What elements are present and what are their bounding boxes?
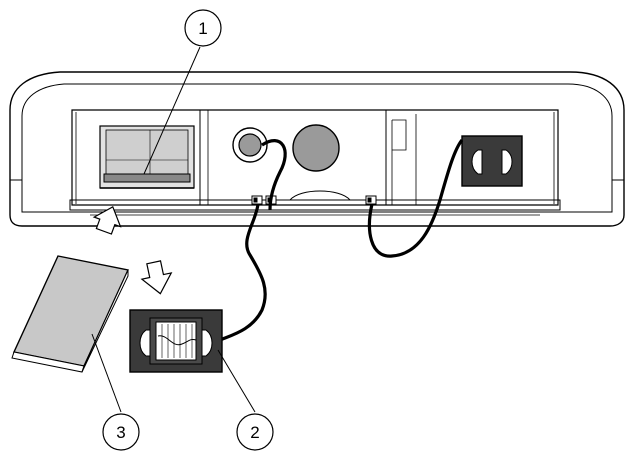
cables: [219, 139, 464, 342]
callout-2: 2: [236, 413, 274, 451]
leader-lines: [91, 46, 256, 413]
round-port-large: [292, 124, 340, 172]
card-slot: [99, 125, 195, 189]
arrow-down-icon: [140, 260, 173, 295]
loose-connector-module: [129, 309, 223, 373]
svg-text:1: 1: [198, 19, 207, 38]
svg-text:2: 2: [250, 423, 259, 442]
callout-3: 3: [102, 413, 140, 451]
callout-1: 1: [184, 9, 222, 47]
mounted-connector-block: [461, 135, 523, 187]
svg-text:3: 3: [116, 423, 125, 442]
round-port-small: [232, 127, 268, 163]
memory-card: [11, 255, 130, 373]
arrow-up-icon: [92, 205, 122, 235]
